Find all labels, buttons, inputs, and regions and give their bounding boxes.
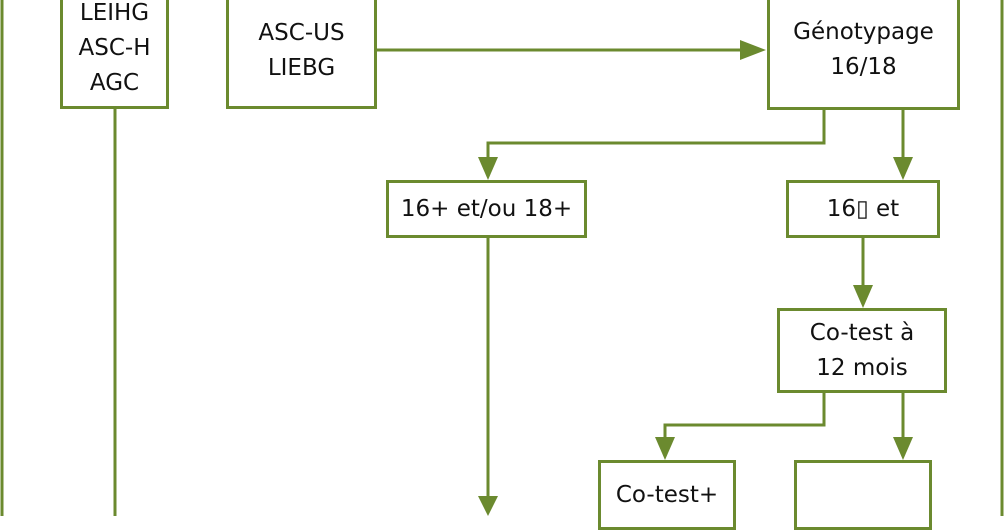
connector-genotyping-to-positive <box>486 109 826 164</box>
arrowhead-cotest-negative <box>893 437 913 460</box>
arrowhead-cotest-positive <box>655 437 675 460</box>
box-positive-16-18: 16+ et/ou 18+ <box>386 180 587 238</box>
flowchart-connectors <box>0 0 1004 516</box>
arrowhead-negative <box>893 157 913 180</box>
box-cotest-positive: Co-test+ <box>598 460 736 530</box>
box-low-grade: ASC-US LIEBG <box>226 0 377 109</box>
box-negative-16: 16▯ et <box>786 180 940 238</box>
arrowhead-cotest-12 <box>853 285 873 308</box>
arrowhead-positive-bottom <box>478 496 498 516</box>
box-high-grade: LEIHG ASC-H AGC <box>60 0 169 109</box>
box-cotest-negative <box>794 460 932 530</box>
arrowhead-positive <box>478 157 498 180</box>
arrowhead-genotyping <box>740 40 766 60</box>
connector-cotest-to-cotest-positive <box>663 392 826 442</box>
box-cotest-12-months: Co-test à 12 mois <box>777 308 947 393</box>
box-genotyping: Génotypage 16/18 <box>767 0 960 110</box>
